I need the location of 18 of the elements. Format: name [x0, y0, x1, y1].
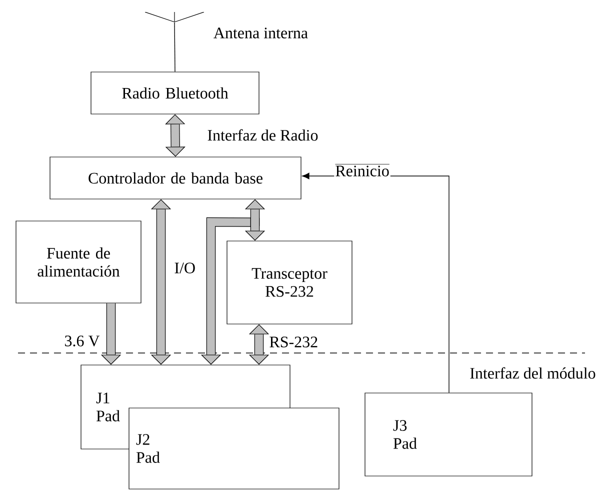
block-arrow — [248, 324, 270, 365]
process-box: Fuente de alimentación — [16, 220, 142, 304]
connector-line — [174, 22, 176, 72]
antenna-symbol — [145, 12, 204, 22]
pad-box: J2 Pad — [128, 408, 340, 490]
edge-label: Reinicio — [334, 162, 390, 178]
edge-label: I/O — [173, 262, 197, 274]
pad-box: J3 Pad — [364, 392, 532, 476]
edge-label: Interfaz de Radio — [206, 128, 320, 142]
block-arrow — [165, 114, 186, 157]
process-box: Controlador de banda base — [50, 156, 302, 200]
block-arrow — [150, 199, 172, 365]
text-label: Interfaz del módulo — [470, 367, 596, 379]
process-box: Radio Bluetooth — [90, 72, 260, 114]
edge-label: 3.6 V — [63, 334, 101, 348]
caption-text: Antena interna — [214, 28, 308, 38]
process-box: Transceptor RS-232 — [226, 240, 352, 324]
edge-label: RS-232 — [268, 336, 320, 348]
